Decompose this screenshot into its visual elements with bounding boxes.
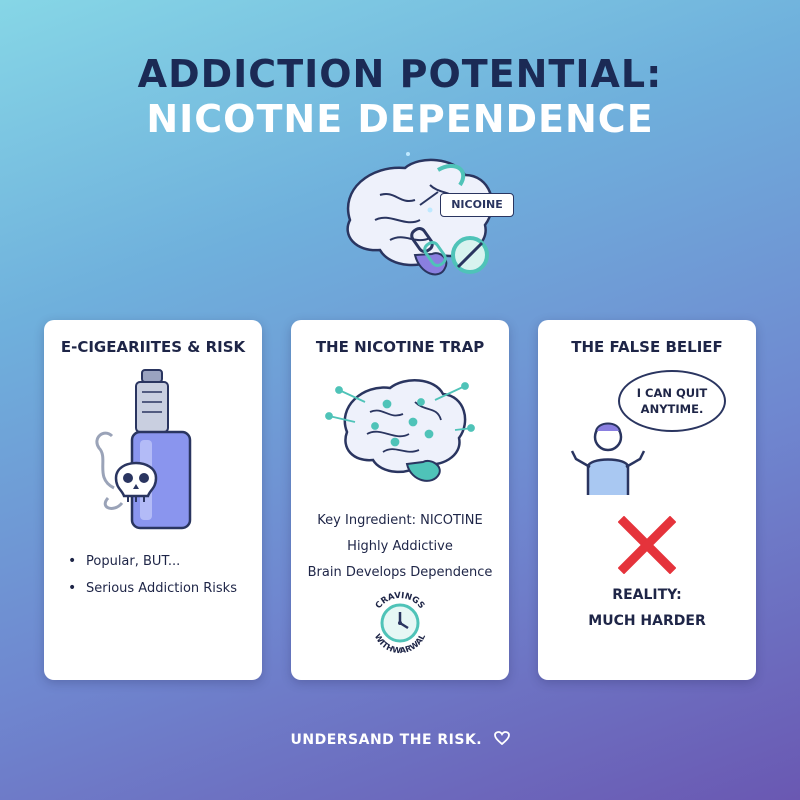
title-line-1: ADDICTION POTENTIAL:	[137, 52, 663, 96]
footer: UNDERSAND THE RISK.	[0, 731, 800, 748]
skull-icon	[114, 461, 158, 502]
card-nicotine-trap: THE NICOTINE TRAP Key Ingredient: NICOTI…	[291, 320, 509, 680]
bullet-item: Serious Addiction Risks	[68, 575, 237, 602]
bullet-item: Popular, BUT...	[68, 548, 237, 575]
reality-text: REALITY: MUCH HARDER	[538, 582, 756, 634]
risk-bullet-list: Popular, BUT... Serious Addiction Risks	[68, 548, 237, 602]
card-false-belief: THE FALSE BELIEF I CAN QUIT ANYTIME. REA…	[538, 320, 756, 680]
fact-line: Key Ingredient: NICOTINE	[317, 513, 483, 528]
craving-clock-icon: CRAVINGS WITHWARWAL	[373, 591, 427, 656]
shrugging-person-icon	[570, 422, 646, 495]
trap-facts: Key Ingredient: NICOTINE Highly Addictiv…	[291, 508, 509, 586]
nicotine-tag: NICOINE	[440, 193, 514, 217]
fact-line: Brain Develops Dependence	[307, 565, 493, 580]
speech-line: I CAN QUIT	[636, 386, 708, 400]
neural-brain-icon	[325, 379, 475, 482]
arrow-icon	[419, 164, 466, 206]
speech-line: ANYTIME.	[640, 402, 704, 416]
reality-line: REALITY:	[612, 587, 682, 603]
hero-brain-illustration	[346, 152, 494, 276]
card-title: THE NICOTINE TRAP	[315, 338, 485, 356]
brain-icon	[346, 158, 494, 276]
heart-icon	[493, 731, 510, 746]
speech-bubble: I CAN QUIT ANYTIME.	[618, 370, 726, 432]
card-e-cigarettes: E-CIGEARIITES & RISK Popular, BUT... Ser…	[44, 320, 262, 680]
card-title: THE FALSE BELIEF	[571, 338, 723, 356]
footer-text: UNDERSAND THE RISK.	[290, 732, 483, 748]
reality-line: MUCH HARDER	[588, 613, 706, 629]
red-x-icon	[618, 516, 676, 574]
chain-link-icon	[410, 227, 489, 274]
vape-skull-icon	[95, 369, 192, 530]
card-title: E-CIGEARIITES & RISK	[60, 338, 246, 356]
title-line-2: NICOTNE DEPENDENCE	[146, 97, 654, 141]
fact-line: Highly Addictive	[347, 539, 453, 554]
